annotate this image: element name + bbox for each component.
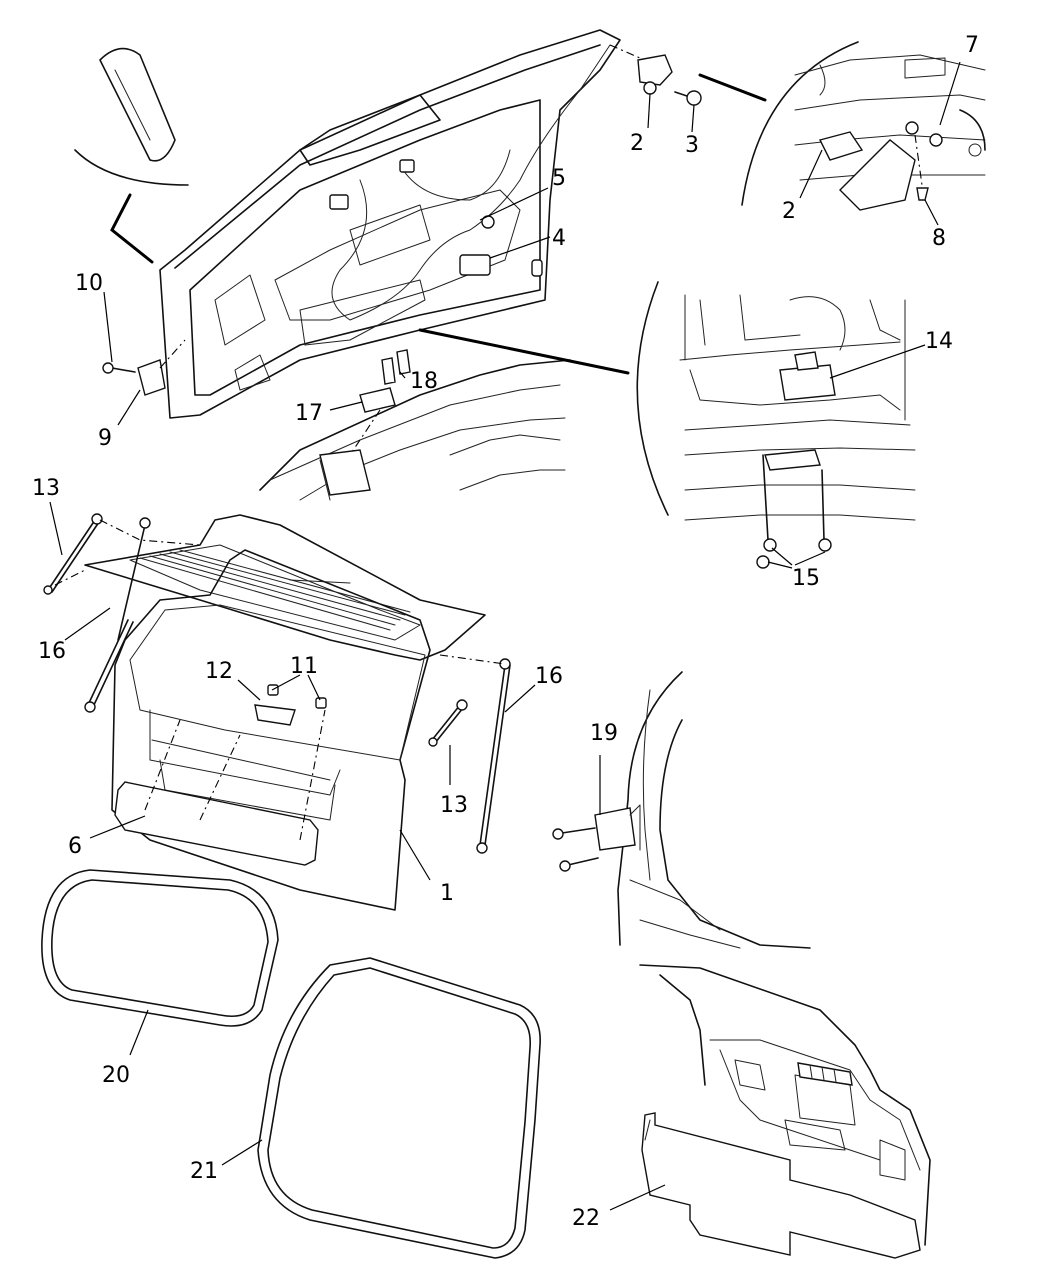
callout-numbers: 1 2 2 3 4 5 6 7 8 9 10 11 12 13 13 14 15… bbox=[32, 33, 979, 1231]
leader-lines bbox=[49, 61, 961, 1211]
callout-16-left: 16 bbox=[38, 639, 66, 664]
callout-12: 12 bbox=[205, 659, 233, 684]
liftgate-insulator-view bbox=[639, 964, 931, 1259]
callout-19: 19 bbox=[590, 721, 618, 746]
callout-21: 21 bbox=[190, 1159, 218, 1184]
seal-components bbox=[41, 869, 541, 1259]
latch-detail-view bbox=[418, 281, 916, 569]
hinge-detail-view bbox=[698, 41, 986, 211]
open-liftgate-inner-view bbox=[74, 29, 702, 501]
callout-15: 15 bbox=[792, 566, 820, 591]
callout-1: 1 bbox=[440, 881, 454, 906]
callout-18: 18 bbox=[410, 369, 438, 394]
callout-8: 8 bbox=[932, 226, 946, 251]
callout-16-right: 16 bbox=[535, 664, 563, 689]
callout-6: 6 bbox=[68, 834, 82, 859]
callout-2-main: 2 bbox=[630, 131, 644, 156]
callout-13-right: 13 bbox=[440, 793, 468, 818]
callout-20: 20 bbox=[102, 1063, 130, 1088]
callout-17: 17 bbox=[295, 401, 323, 426]
callout-2-detail: 2 bbox=[782, 199, 796, 224]
callout-10: 10 bbox=[75, 271, 103, 296]
callout-14: 14 bbox=[925, 329, 953, 354]
body-pillar-view bbox=[552, 671, 811, 949]
callout-3: 3 bbox=[685, 133, 699, 158]
exploded-liftgate-view bbox=[43, 513, 511, 911]
callout-9: 9 bbox=[98, 426, 112, 451]
callout-11: 11 bbox=[290, 654, 318, 679]
callout-4: 4 bbox=[552, 226, 566, 251]
callout-13-left: 13 bbox=[32, 476, 60, 501]
callout-22: 22 bbox=[572, 1206, 600, 1231]
callout-5: 5 bbox=[552, 166, 566, 191]
callout-7: 7 bbox=[965, 33, 979, 58]
